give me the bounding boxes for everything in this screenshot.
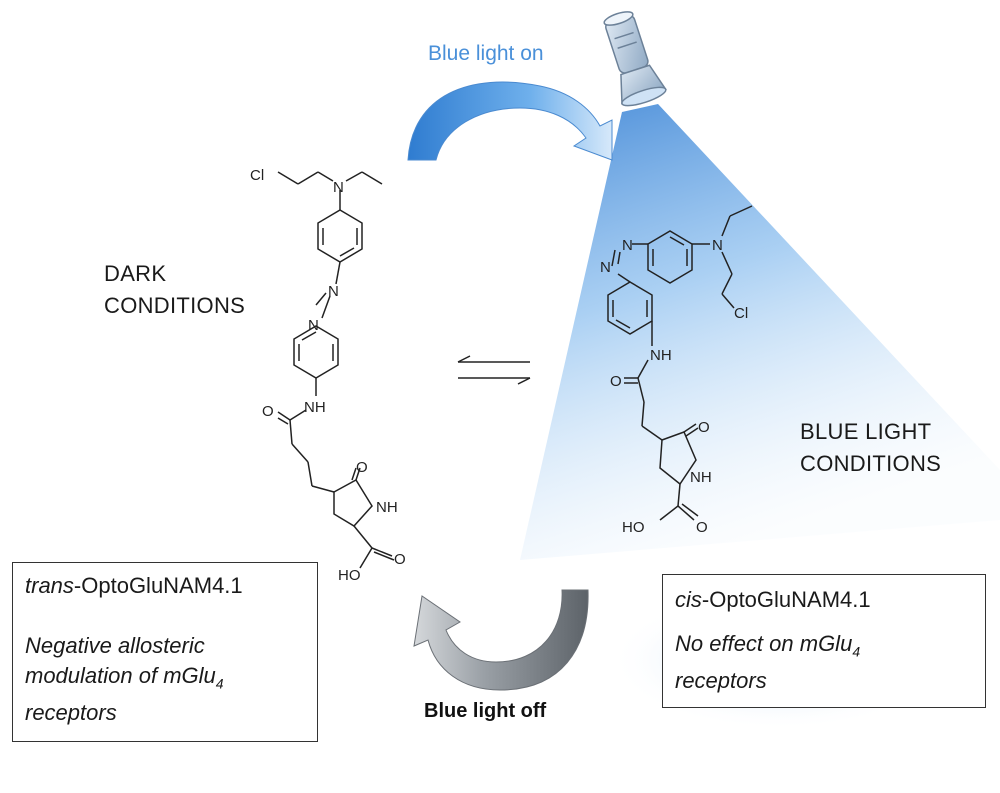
atom-n: N [622, 237, 633, 254]
curved-arrow-icon [413, 589, 589, 691]
atom-o: O [696, 519, 708, 536]
trans-effect-line1: Negative allosteric [25, 633, 205, 658]
trans-effect-line3: receptors [25, 700, 117, 726]
atom-nh: NH [304, 399, 326, 416]
cis-molecule-structure [607, 205, 753, 521]
atom-ho: HO [338, 567, 361, 584]
atom-o: O [356, 459, 368, 476]
atom-cl: Cl [734, 305, 748, 322]
cis-atom-labels: N Cl N N NH O O NH HO O [600, 237, 748, 536]
curved-arrow-icon [407, 81, 613, 161]
dark-conditions-line1: DARK [104, 261, 167, 286]
atom-n: N [712, 237, 723, 254]
trans-molecule-structure [277, 171, 395, 569]
cis-effect-line1: No effect on mGlu4 [675, 631, 861, 660]
cis-name: -OptoGluNAM4.1 [701, 587, 871, 612]
trans-info-box: trans-OptoGluNAM4.1 Negative allosteric … [12, 562, 318, 742]
dark-conditions-line2: CONDITIONS [104, 293, 246, 318]
trans-compound-name: trans-OptoGluNAM4.1 [25, 571, 305, 601]
atom-o: O [610, 373, 622, 390]
atom-cl: Cl [250, 167, 264, 184]
atom-o: O [262, 403, 274, 420]
trans-atom-labels: Cl N N N NH O O NH O HO [250, 167, 406, 584]
trans-effect-line2: modulation of mGlu4 [25, 663, 224, 692]
flashlight-icon [603, 11, 667, 107]
blue-light-on-label: Blue light on [428, 42, 544, 65]
atom-nh: NH [376, 499, 398, 516]
dark-conditions-label: DARK CONDITIONS [104, 258, 245, 322]
cis-compound-name: cis-OptoGluNAM4.1 [675, 585, 973, 615]
trans-prefix: trans [25, 573, 74, 598]
light-beam [520, 104, 1000, 560]
atom-o: O [698, 419, 710, 436]
cis-info-box: cis-OptoGluNAM4.1 No effect on mGlu4 rec… [662, 574, 986, 708]
cis-prefix: cis [675, 587, 702, 612]
atom-n: N [333, 179, 344, 196]
atom-nh: NH [690, 469, 712, 486]
atom-n: N [308, 317, 319, 334]
blue-conditions-line2: CONDITIONS [800, 451, 942, 476]
blue-light-off-label: Blue light off [424, 700, 547, 722]
trans-name: -OptoGluNAM4.1 [73, 573, 243, 598]
atom-n: N [328, 283, 339, 300]
cis-effect-line2: receptors [675, 668, 767, 694]
atom-nh: NH [650, 347, 672, 364]
equilibrium-arrows [457, 355, 531, 385]
atom-o: O [394, 551, 406, 568]
blue-conditions-line1: BLUE LIGHT [800, 419, 932, 444]
atom-n: N [600, 259, 611, 276]
atom-ho: HO [622, 519, 645, 536]
blue-light-conditions-label: BLUE LIGHT CONDITIONS [800, 416, 941, 480]
